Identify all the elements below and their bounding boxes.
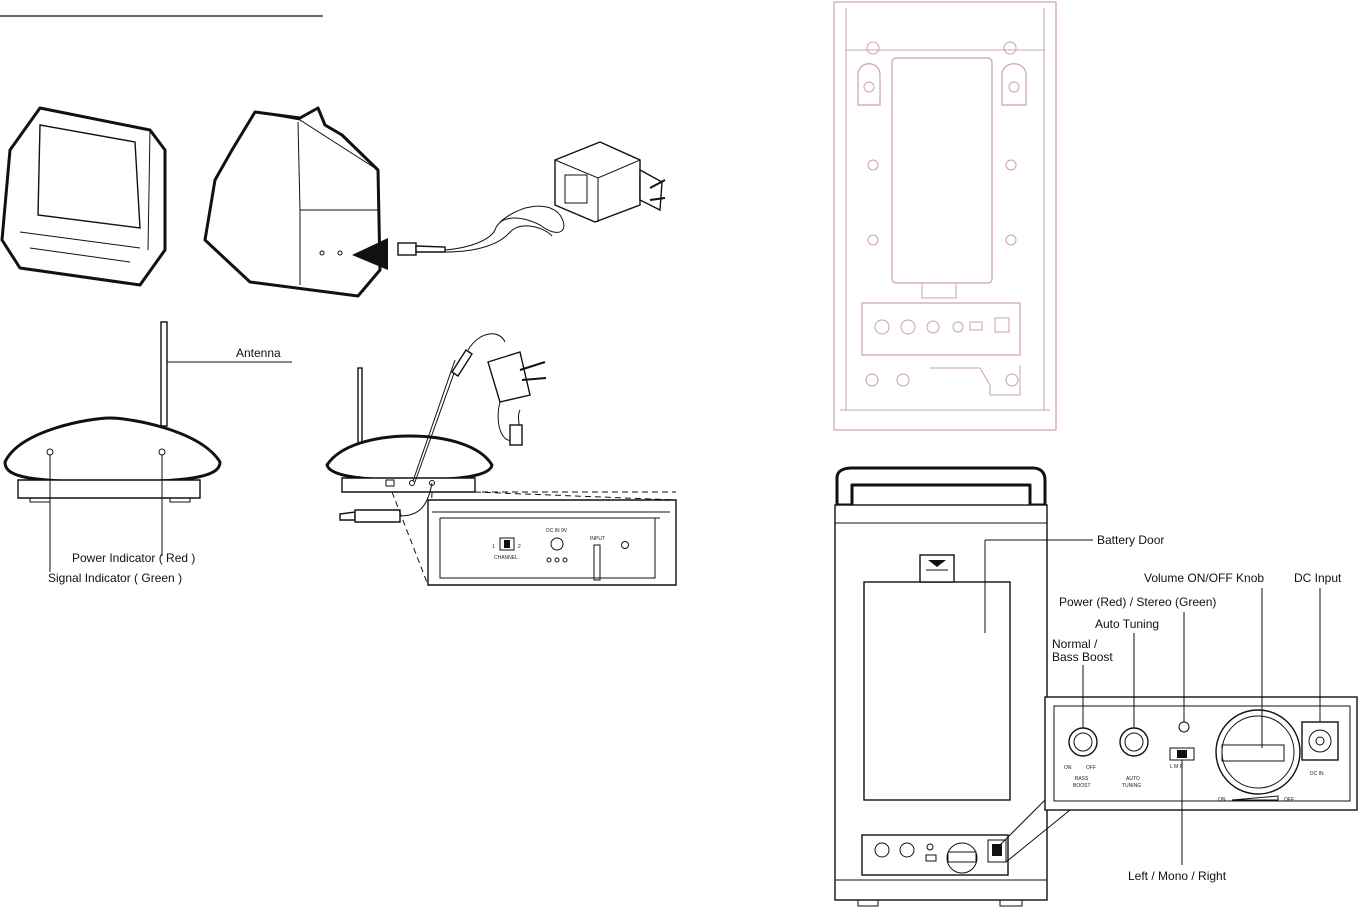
channel-2-label: 2 bbox=[518, 544, 521, 550]
bass-off-label: OFF bbox=[1086, 765, 1096, 771]
dc-in-label: DC IN 9V bbox=[546, 528, 568, 534]
normal-bass-label: Normal / bbox=[1052, 637, 1098, 651]
knob-on-label: ON bbox=[1218, 797, 1226, 803]
bass-boost-panel-label: BASS bbox=[1075, 776, 1089, 782]
battery-door bbox=[864, 582, 1010, 800]
transmitter-illustration bbox=[5, 322, 220, 502]
auto-tuning-button-icon bbox=[1120, 728, 1148, 756]
transmitter-connection-illustration bbox=[327, 334, 546, 522]
normal-bass-label-2: Bass Boost bbox=[1052, 650, 1113, 664]
speaker-back-view-faded bbox=[834, 2, 1056, 430]
volume-knob-label: Volume ON/OFF Knob bbox=[1144, 571, 1264, 585]
auto-tuning-panel-label: AUTO bbox=[1126, 776, 1140, 782]
speaker-back-illustration bbox=[205, 108, 388, 296]
antenna bbox=[161, 322, 167, 426]
channel-label: CHANNEL bbox=[494, 555, 518, 561]
power-stereo-label: Power (Red) / Stereo (Green) bbox=[1059, 595, 1216, 609]
bass-boost-button-icon bbox=[1069, 728, 1097, 756]
power-adapter-illustration bbox=[398, 142, 665, 255]
volume-knob-icon bbox=[1216, 710, 1300, 794]
bass-boost-panel-label-2: BOOST bbox=[1073, 783, 1091, 789]
left-mono-right-label: Left / Mono / Right bbox=[1128, 869, 1227, 883]
signal-indicator-label: Signal Indicator ( Green ) bbox=[48, 571, 182, 585]
antenna-label: Antenna bbox=[236, 346, 281, 360]
speaker-front-illustration bbox=[2, 108, 165, 285]
knob-off-label: OFF bbox=[1284, 797, 1294, 803]
channel-1-label: 1 bbox=[492, 544, 495, 550]
dc-input-label: DC Input bbox=[1294, 571, 1342, 585]
speaker-back-detailed bbox=[835, 468, 1047, 906]
auto-tuning-label: Auto Tuning bbox=[1095, 617, 1159, 631]
bass-on-label: ON bbox=[1064, 765, 1072, 771]
input-label: INPUT bbox=[590, 536, 605, 542]
power-indicator-label: Power Indicator ( Red ) bbox=[72, 551, 195, 565]
transmitter-panel-zoom: 1 2 CHANNEL DC IN 9V INPUT bbox=[392, 492, 676, 585]
dc-in-panel-label: DC IN bbox=[1310, 771, 1324, 777]
dc-input-jack-icon bbox=[1302, 722, 1338, 760]
battery-door-label: Battery Door bbox=[1097, 533, 1164, 547]
auto-tuning-panel-label-2: TUNING bbox=[1122, 783, 1141, 789]
speaker-panel-zoom: ON OFF BASS BOOST AUTO TUNING L M R ON O… bbox=[1045, 697, 1357, 810]
